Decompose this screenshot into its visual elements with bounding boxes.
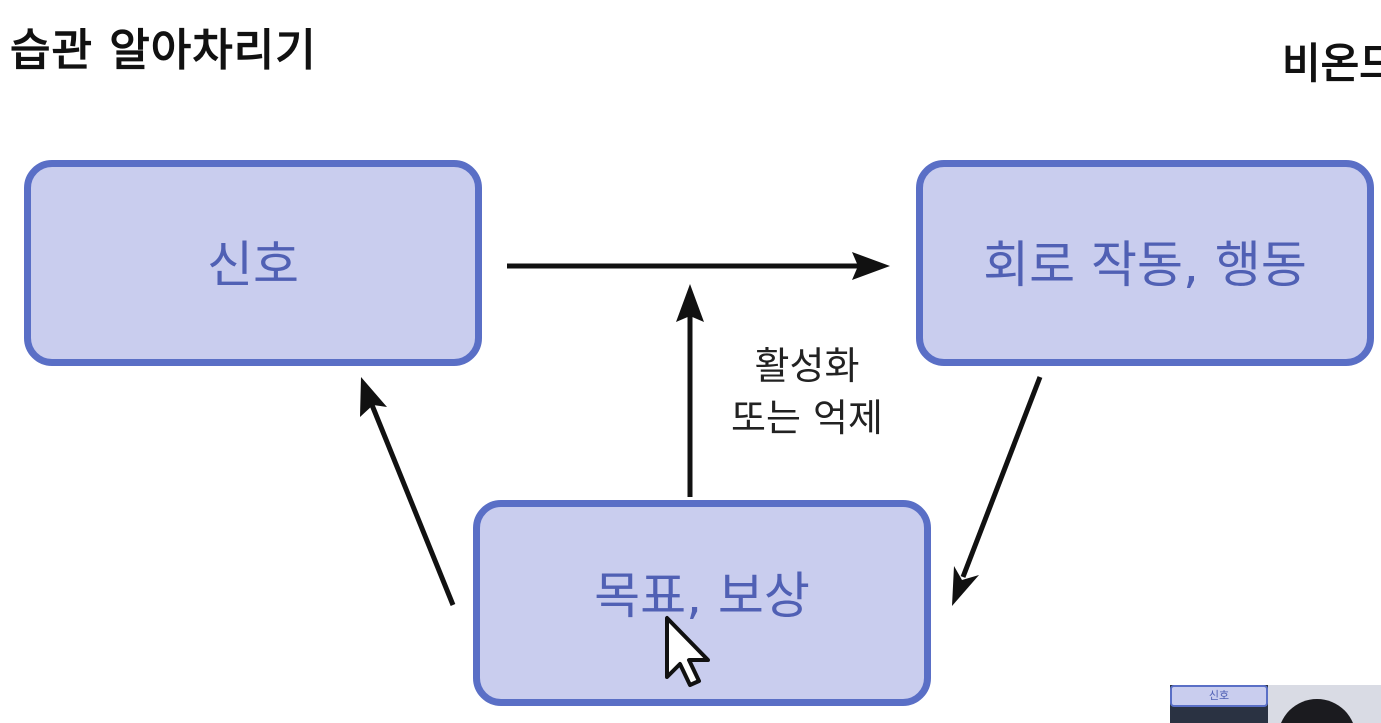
video-thumbnail: 신호 [1170, 685, 1381, 723]
edge-label-line2: 또는 억제 [731, 396, 883, 440]
arrow-reward-to-signal [360, 377, 456, 606]
node-reward-label: 목표, 보상 [594, 567, 810, 625]
node-reward: 목표, 보상 [473, 500, 931, 706]
edge-label-line1: 활성화 [754, 344, 860, 388]
node-action: 회로 작동, 행동 [916, 160, 1374, 366]
thumbnail-node-signal: 신호 [1170, 685, 1268, 707]
thumbnail-node-signal-label: 신호 [1208, 689, 1230, 702]
arrow-signal-to-action [507, 252, 890, 280]
node-signal: 신호 [24, 160, 482, 366]
arrow-action-to-reward [952, 376, 1043, 606]
node-action-label: 회로 작동, 행동 [983, 236, 1307, 294]
page-title-right-clipped: 비온드 [1282, 39, 1381, 88]
node-signal-label: 신호 [207, 236, 299, 294]
edge-label: 활성화 또는 억제 [712, 340, 902, 444]
mouse-cursor-icon [665, 616, 710, 687]
page-title: 습관 알아차리기 [10, 25, 317, 76]
arrow-reward-to-signal-action-link [676, 284, 704, 497]
